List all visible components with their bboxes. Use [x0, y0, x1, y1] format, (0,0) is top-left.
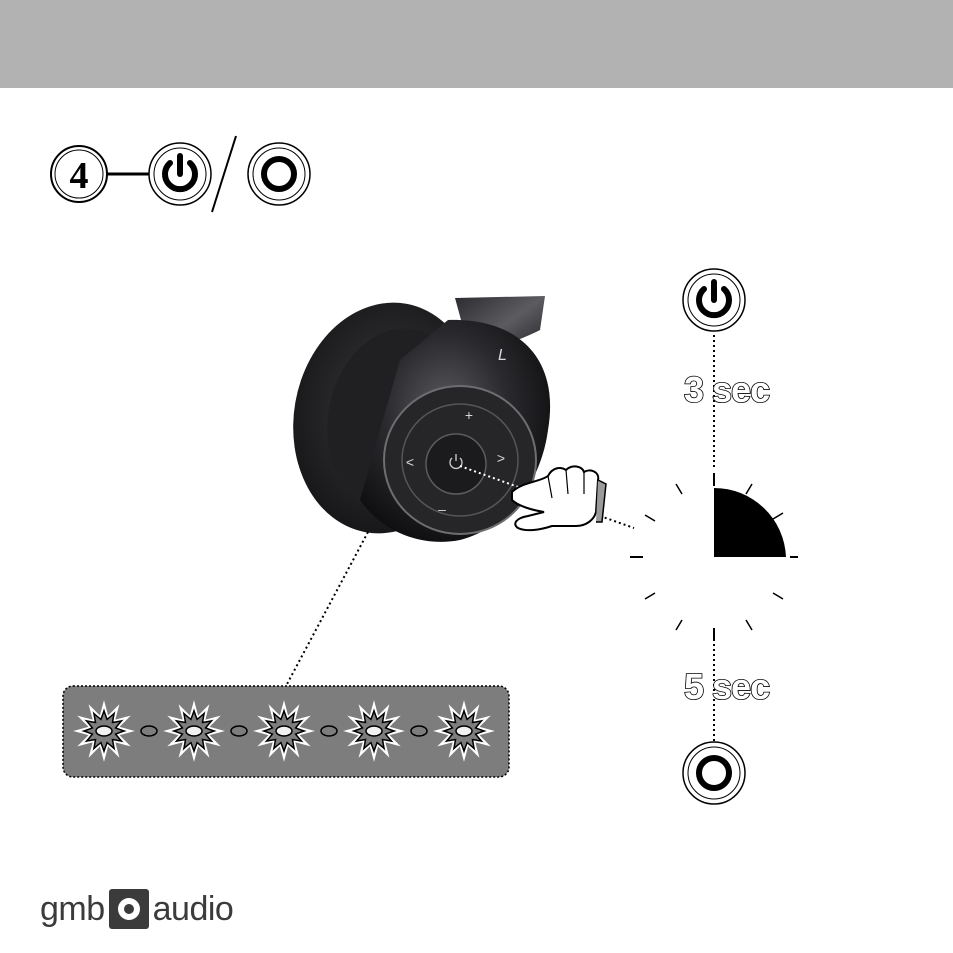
led-off-icon: [321, 726, 337, 736]
brand-left-text: gmb: [40, 890, 105, 929]
next-mark: >: [497, 450, 505, 466]
center-button: [426, 434, 486, 494]
power-on-duration: 3 sec: [684, 369, 769, 410]
power-off-badge: [683, 742, 745, 804]
volume-down-mark: –: [438, 501, 446, 517]
step-heading: 4: [51, 136, 310, 212]
brand-mark-icon: [109, 889, 149, 929]
power-icon: [149, 143, 211, 205]
brand-right-text: audio: [153, 890, 234, 929]
led-off-icon: [231, 726, 247, 736]
brand-logo: gmb audio: [40, 884, 233, 934]
clock-dial-icon: [630, 473, 798, 641]
previous-mark: <: [406, 454, 414, 470]
side-label: L: [498, 347, 507, 364]
power-off-duration: 5 sec: [684, 666, 769, 707]
slash-divider: [212, 136, 236, 212]
led-off-icon: [411, 726, 427, 736]
headphone: L + – < >: [275, 288, 550, 548]
step-number: 4: [70, 155, 89, 197]
volume-up-mark: +: [465, 407, 473, 423]
power-on-badge: [683, 269, 745, 331]
led-callout-line: [286, 532, 368, 686]
step-number-badge: 4: [51, 146, 107, 202]
power-off-ring-icon: [248, 143, 310, 205]
led-indicator-panel: [63, 686, 509, 777]
led-off-icon: [141, 726, 157, 736]
timer-dial: 3 sec 5 sec: [630, 269, 798, 804]
